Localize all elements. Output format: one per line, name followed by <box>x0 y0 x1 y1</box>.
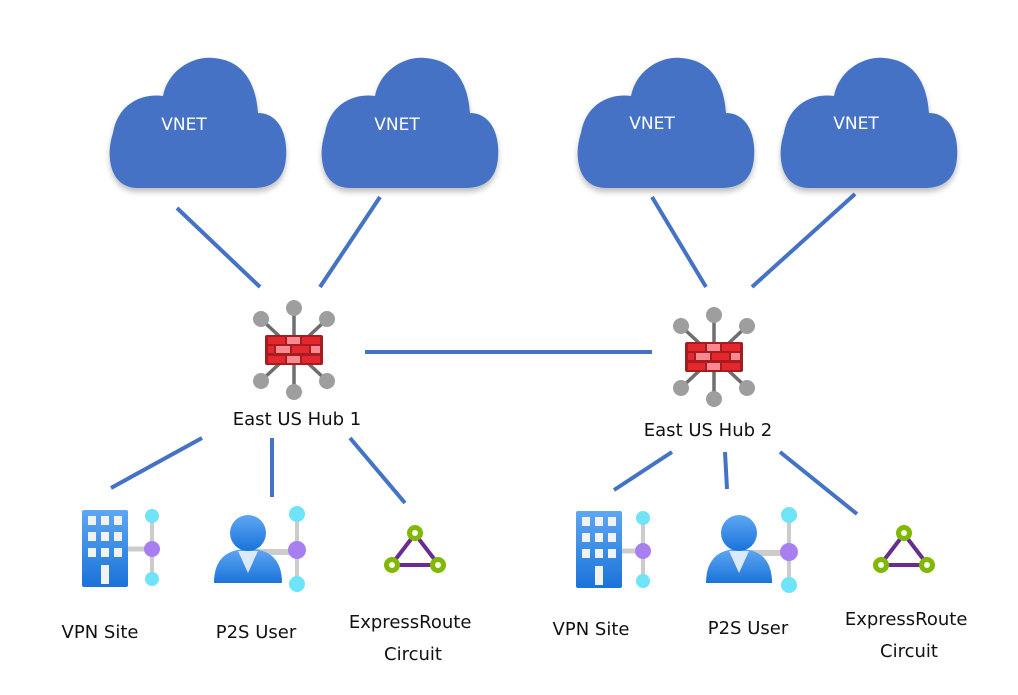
link-hub1-expressroute <box>348 436 407 505</box>
link-vnet3-hub2 <box>650 195 708 289</box>
vnet-cloud: VNET <box>577 57 755 189</box>
link-hub2-vpnsite <box>612 450 674 492</box>
expressroute-icon <box>384 525 446 573</box>
vpn-site-label: VPN Site <box>62 622 139 643</box>
p2s-user-label: P2S User <box>216 622 297 643</box>
firewall-hub-icon <box>673 307 755 407</box>
p2s-user-icon <box>706 507 798 593</box>
expressroute-node: ExpressRoute Circuit <box>845 525 973 662</box>
vnet-label: VNET <box>833 114 879 134</box>
vnet-cloud: VNET <box>109 57 287 189</box>
link-hub1-vpnsite <box>110 436 203 490</box>
vpn-site-icon <box>82 509 160 587</box>
p2s-user-label: P2S User <box>708 618 789 639</box>
expressroute-label-line1: ExpressRoute <box>845 609 968 630</box>
expressroute-label-line2: Circuit <box>880 641 938 662</box>
hub-node: East US Hub 2 <box>644 307 772 441</box>
vpn-site-node: VPN Site <box>62 509 160 643</box>
expressroute-node: ExpressRoute Circuit <box>349 525 477 665</box>
vnet-label: VNET <box>374 115 420 135</box>
expressroute-label-line2: Circuit <box>384 644 442 665</box>
hub-label: East US Hub 1 <box>233 409 361 430</box>
expressroute-label: ExpressRoute Circuit <box>845 609 973 662</box>
expressroute-label-line1: ExpressRoute <box>349 612 472 633</box>
vnet-cloud: VNET <box>780 57 958 189</box>
vpn-site-label: VPN Site <box>553 619 630 640</box>
vpn-site-node: VPN Site <box>553 511 651 640</box>
vnet-cloud: VNET <box>321 57 499 189</box>
links <box>110 192 859 516</box>
link-hub2-p2suser <box>723 451 729 490</box>
hub-label: East US Hub 2 <box>644 420 772 441</box>
expressroute-label: ExpressRoute Circuit <box>349 612 477 665</box>
vnet-label: VNET <box>629 114 675 134</box>
p2s-user-node: P2S User <box>214 506 306 643</box>
hub-node: East US Hub 1 <box>233 300 361 430</box>
link-vnet1-hub1 <box>175 206 262 289</box>
vnet-label: VNET <box>161 115 207 135</box>
link-vnet2-hub1 <box>318 195 382 289</box>
link-hub2-expressroute <box>778 450 859 516</box>
p2s-user-icon <box>214 506 306 592</box>
vpn-site-icon <box>576 511 651 588</box>
link-vnet4-hub2 <box>750 192 857 289</box>
p2s-user-node: P2S User <box>706 507 798 639</box>
firewall-hub-icon <box>253 300 335 400</box>
expressroute-icon <box>873 525 935 573</box>
